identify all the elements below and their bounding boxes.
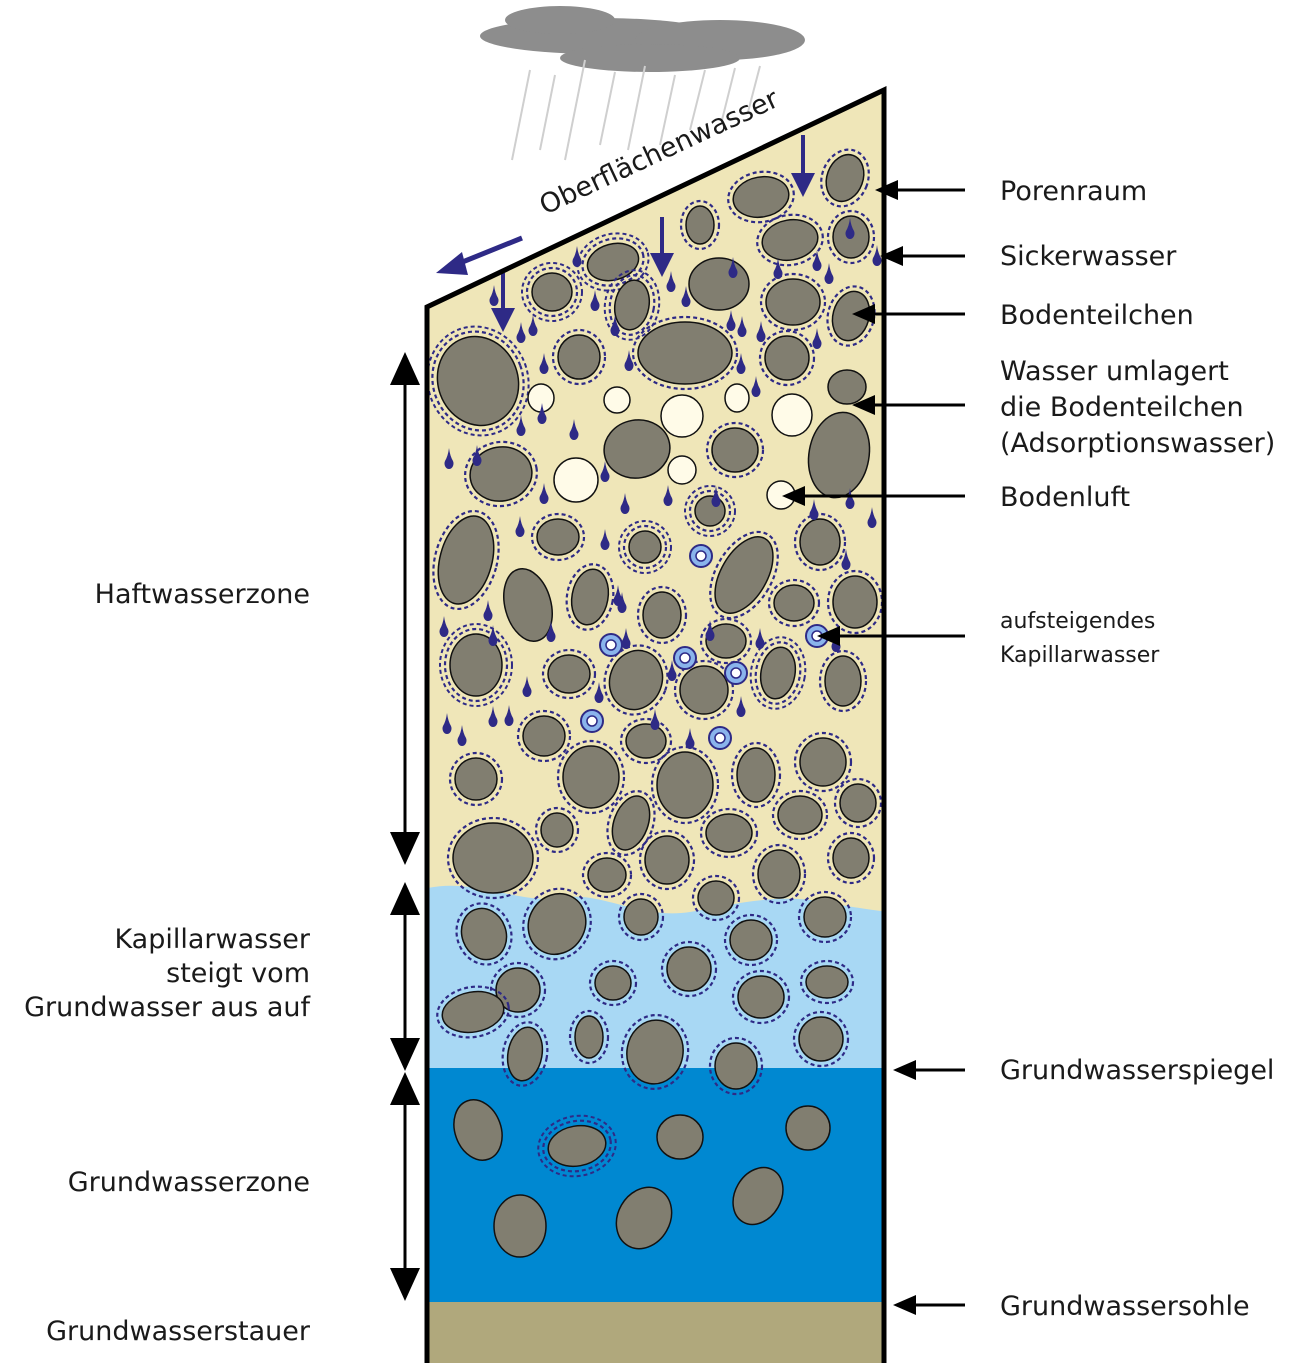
kapillar-right-line2: Kapillarwasser <box>1000 643 1160 668</box>
soil-particle <box>667 947 711 991</box>
aquiclude-layer <box>420 1302 890 1363</box>
groundwater-layer <box>420 1068 890 1302</box>
soil-particle <box>629 531 661 563</box>
adsorption-label-line2: die Bodenteilchen <box>1000 392 1244 423</box>
soil-particle <box>833 576 877 628</box>
soil-particle <box>626 724 666 758</box>
air-bubble <box>661 395 703 437</box>
soil-particle <box>558 335 600 379</box>
cloud-icon <box>480 6 805 72</box>
soil-particle <box>712 428 758 472</box>
soil-particle <box>738 976 784 1018</box>
soil-particle <box>686 206 714 244</box>
soil-particle <box>698 881 734 915</box>
kapillar-left-line1: Kapillarwasser <box>114 924 310 955</box>
soil-particle <box>638 322 732 384</box>
soil-particle <box>695 496 725 526</box>
capillary-ring-core <box>606 640 616 650</box>
soil-particle <box>778 796 822 834</box>
soil-particle <box>455 758 497 800</box>
kapillar-right-line1: aufsteigendes <box>1000 609 1155 634</box>
sickerwasser-label: Sickerwasser <box>1000 241 1177 272</box>
soil-particle <box>804 897 846 937</box>
soil-particle <box>494 1195 546 1257</box>
grundwasserstauer-label: Grundwasserstauer <box>46 1316 311 1347</box>
soil-particle <box>595 966 631 1000</box>
soil-particle <box>715 1043 757 1089</box>
air-bubble <box>528 384 554 412</box>
capillary-ring-core <box>731 668 741 678</box>
soil-particle <box>523 716 565 756</box>
bodenluft-label: Bodenluft <box>1000 482 1130 513</box>
soil-particle <box>588 858 626 892</box>
capillary-ring-core <box>587 716 597 726</box>
grundwasserspiegel-label: Grundwasserspiegel <box>1000 1055 1274 1086</box>
soil-particle <box>541 813 573 847</box>
soil-particle <box>828 370 866 404</box>
soil-particle <box>643 592 681 638</box>
soil-particle <box>758 850 800 898</box>
adsorption-label-line3: (Adsorptionswasser) <box>1000 428 1275 459</box>
kapillar-left-line3: Grundwasser aus auf <box>24 992 311 1023</box>
soil-particle <box>548 655 590 693</box>
bodenteilchen-label: Bodenteilchen <box>1000 300 1194 331</box>
soil-particle <box>786 1106 830 1150</box>
soil-column <box>412 80 890 1363</box>
soil-particle <box>766 279 820 325</box>
kapillar-left-line2: steigt vom <box>166 958 310 989</box>
adsorption-label-line1: Wasser umlagert <box>1000 356 1229 387</box>
soil-particle <box>657 1115 703 1159</box>
soil-particle <box>645 836 689 884</box>
air-bubble <box>772 394 812 436</box>
soil-particle <box>706 814 752 852</box>
air-bubble <box>554 458 598 502</box>
soil-particle <box>774 585 814 621</box>
grundwassersohle-label: Grundwassersohle <box>1000 1291 1250 1322</box>
capillary-ring-core <box>696 551 706 561</box>
soil-particle <box>765 336 809 380</box>
soil-particle <box>840 784 876 822</box>
air-bubble <box>604 387 630 413</box>
soil-particle <box>799 1017 843 1061</box>
capillary-ring-core <box>680 653 690 663</box>
soil-particle <box>453 823 533 893</box>
soil-particle <box>657 752 713 818</box>
soil-particle <box>825 656 861 706</box>
air-bubble <box>668 456 696 484</box>
soil-particle <box>575 1016 603 1058</box>
haftwasserzone-label: Haftwasserzone <box>95 579 310 610</box>
soil-particle <box>680 666 728 714</box>
soil-particle <box>624 899 658 935</box>
soil-particle <box>532 273 572 311</box>
soil-particle <box>800 519 840 565</box>
porenraum-label: Porenraum <box>1000 176 1147 207</box>
zone-arrows <box>390 352 420 1301</box>
soil-particle <box>537 519 579 555</box>
soil-particle <box>563 746 619 808</box>
soil-particle <box>689 258 749 310</box>
soil-particle <box>737 748 775 802</box>
capillary-ring-core <box>715 733 725 743</box>
grundwasserzone-label: Grundwasserzone <box>68 1167 310 1198</box>
soil-particle <box>806 966 848 998</box>
air-bubble <box>725 384 749 412</box>
soil-particle <box>833 838 869 878</box>
soil-particle <box>730 920 772 960</box>
soil-particle <box>800 738 846 786</box>
